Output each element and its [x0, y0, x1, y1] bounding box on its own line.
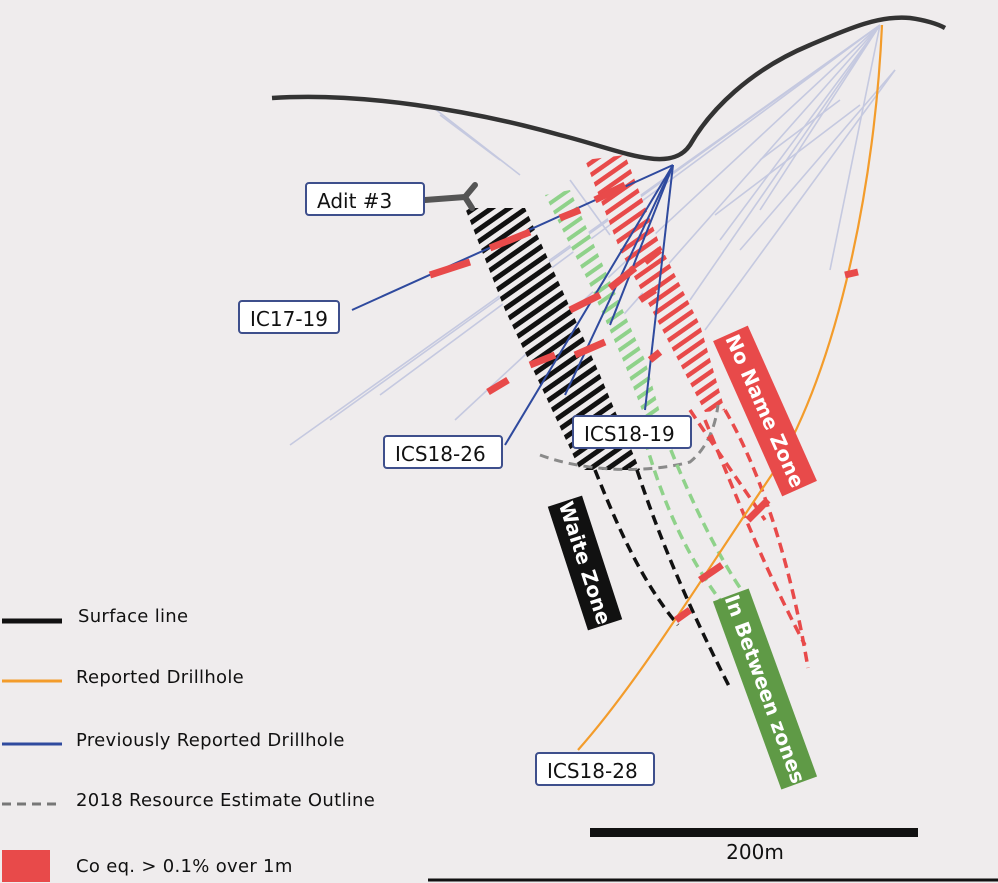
in-between-extension — [663, 434, 747, 597]
drillhole-ics18-19 — [644, 164, 674, 411]
assay-interval — [642, 247, 663, 265]
legend-label: Reported Drillhole — [76, 666, 245, 688]
legend-label: 2018 Resource Estimate Outline — [76, 789, 376, 811]
surface-line — [271, 15, 947, 162]
assay-intervals — [428, 181, 859, 623]
legend-assay-symbol — [2, 850, 50, 882]
scale-bar — [590, 828, 918, 837]
label-ics18-19: ICS18-19 — [572, 415, 692, 449]
label-ics18-28: ICS18-28 — [535, 752, 655, 786]
assay-interval — [844, 268, 859, 279]
zone-extensions — [593, 409, 810, 689]
faint-drillhole — [739, 69, 896, 251]
no-name-zone-body — [585, 155, 725, 412]
assay-interval — [698, 562, 724, 583]
faint-drillhole — [759, 24, 881, 211]
assay-interval — [573, 338, 607, 359]
legend-item-assay: Co eq. > 0.1% over 1m — [62, 851, 293, 881]
assay-interval — [638, 287, 657, 303]
label-ics18-26: ICS18-26 — [383, 435, 503, 469]
faint-drillhole — [569, 179, 611, 236]
assay-interval — [488, 228, 532, 252]
assay-interval — [607, 265, 638, 291]
legend-label: Previously Reported Drillhole — [76, 729, 345, 751]
label-adit-3: Adit #3 — [305, 182, 425, 216]
faint-drillhole — [759, 99, 841, 161]
assay-interval — [673, 607, 693, 623]
legend-item-surface-line: Surface line — [64, 601, 188, 631]
legend-item-reported: Reported Drillhole — [62, 662, 244, 692]
legend-item-outline: 2018 Resource Estimate Outline — [62, 785, 375, 815]
faint-drillhole — [704, 69, 896, 331]
assay-interval — [428, 258, 472, 279]
assay-interval — [745, 497, 771, 523]
faint-drillhole — [829, 24, 881, 271]
legend-label: Co eq. > 0.1% over 1m — [76, 855, 293, 877]
legend-item-previous: Previously Reported Drillhole — [62, 725, 345, 755]
drillhole-mid — [609, 164, 674, 326]
faint-drillhole — [429, 104, 521, 176]
assay-interval — [528, 351, 557, 369]
faint-drillhole — [439, 114, 501, 161]
in-between-extension — [643, 439, 722, 602]
label-ic17-19: IC17-19 — [238, 300, 340, 334]
assay-interval — [568, 291, 602, 314]
faint-drillhole — [329, 24, 881, 421]
waite-zone-body — [465, 208, 640, 470]
legend-label: Surface line — [78, 605, 189, 627]
waite-extension — [593, 469, 680, 627]
assay-interval — [593, 181, 627, 204]
assay-interval — [647, 349, 663, 363]
faint-drillhole — [719, 24, 881, 241]
scale-bar-label: 200m — [726, 840, 784, 864]
assay-interval — [486, 376, 510, 396]
drillhole-ics18-26 — [504, 164, 674, 446]
no-name-extension — [723, 409, 810, 669]
faint-drillhole — [714, 104, 861, 216]
assay-interval — [558, 206, 582, 222]
adit-3-symbol — [422, 182, 478, 211]
waite-extension — [635, 469, 732, 689]
